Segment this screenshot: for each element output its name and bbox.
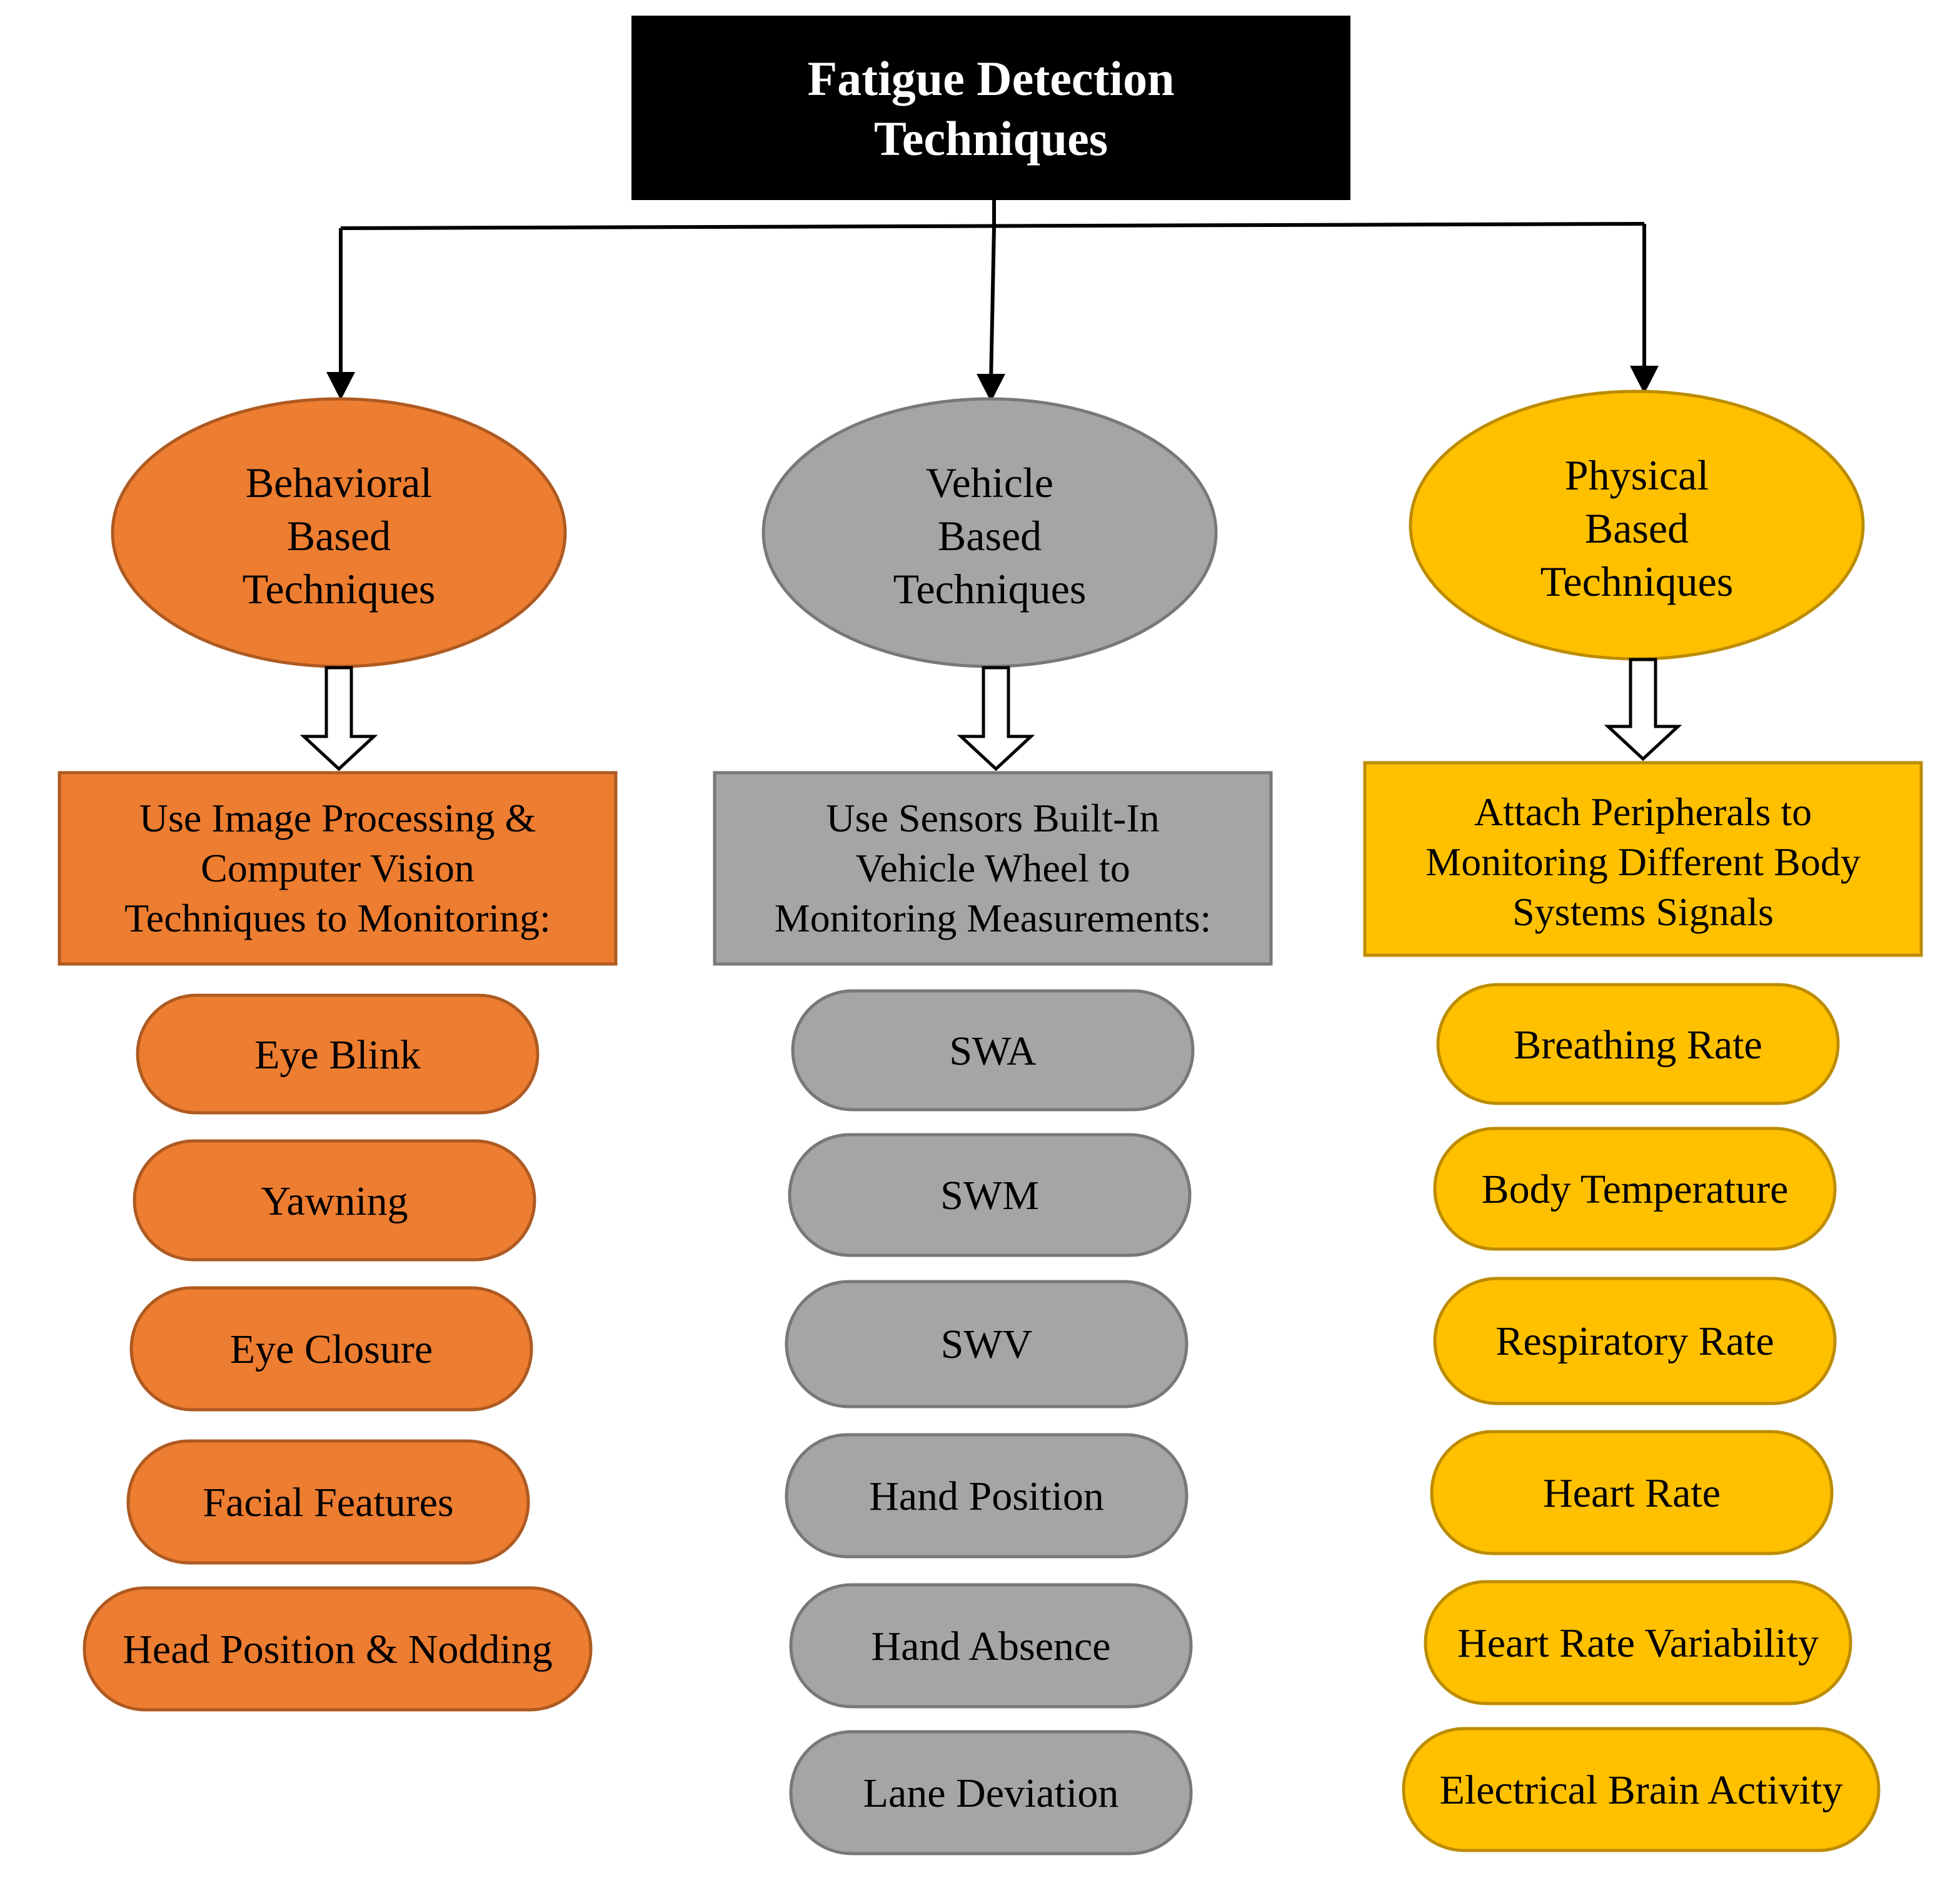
items-physical: Breathing Rate Body Temperature Respirat… <box>1402 983 1881 1852</box>
item-vehicle-2: SWM <box>940 1173 1039 1218</box>
item-physical-1: Breathing Rate <box>1514 1022 1762 1068</box>
method-vehicle-line-2: Vehicle Wheel to <box>855 846 1130 890</box>
category-behavioral-line-2: Based <box>287 512 391 560</box>
item-pill-vehicle-2 <box>788 1133 1192 1257</box>
column-vehicle: Vehicle Based Techniques Use Sensors Bui… <box>713 397 1273 1855</box>
item-pill-behavioral-2 <box>133 1139 536 1262</box>
root-box <box>631 16 1350 200</box>
item-pill-behavioral-3 <box>129 1286 533 1412</box>
method-box-behavioral <box>58 771 618 966</box>
method-behavioral-line-1: Use Image Processing & <box>139 796 536 840</box>
item-pill-behavioral-4 <box>126 1439 530 1565</box>
item-pill-physical-6 <box>1402 1727 1881 1852</box>
connector-horizontal <box>340 222 1645 230</box>
item-physical-6: Electrical Brain Activity <box>1439 1767 1842 1813</box>
method-behavioral-line-2: Computer Vision <box>201 846 475 890</box>
connector-vehicle <box>989 226 996 382</box>
arrowhead-vehicle <box>977 374 1005 402</box>
block-arrow-behavioral <box>299 666 378 771</box>
method-box-physical <box>1363 761 1923 957</box>
item-pill-vehicle-3 <box>785 1280 1189 1408</box>
category-behavioral-line-3: Techniques <box>243 565 436 613</box>
method-vehicle-line-3: Monitoring Measurements: <box>775 896 1212 940</box>
item-behavioral-5: Head Position & Nodding <box>123 1627 553 1672</box>
category-vehicle-line-3: Techniques <box>893 565 1087 613</box>
root-arrowheads <box>326 366 1659 402</box>
item-pill-behavioral-5 <box>83 1586 593 1712</box>
block-arrow-physical <box>1604 658 1682 761</box>
item-physical-3: Respiratory Rate <box>1495 1318 1774 1364</box>
category-behavioral-line-1: Behavioral <box>246 459 432 506</box>
item-behavioral-2: Yawning <box>261 1178 408 1224</box>
method-box-vehicle <box>713 771 1273 966</box>
items-behavioral: Eye Blink Yawning Eye Closure Facial Fea… <box>83 993 593 1712</box>
column-behavioral: Behavioral Based Techniques Use Image Pr… <box>58 397 618 1712</box>
item-pill-physical-4 <box>1430 1430 1834 1555</box>
block-arrow-vehicle <box>957 666 1035 771</box>
method-physical-line-2: Monitoring Different Body <box>1425 840 1861 884</box>
item-pill-vehicle-1 <box>791 989 1195 1112</box>
category-vehicle-line-2: Based <box>938 512 1042 560</box>
category-physical-line-1: Physical <box>1565 451 1709 499</box>
item-vehicle-4: Hand Position <box>869 1474 1104 1519</box>
item-behavioral-3: Eye Closure <box>230 1327 433 1372</box>
item-vehicle-6: Lane Deviation <box>863 1770 1119 1816</box>
root-connectors <box>339 200 1646 382</box>
item-pill-physical-1 <box>1436 983 1840 1105</box>
item-pill-physical-2 <box>1433 1127 1837 1251</box>
item-physical-2: Body Temperature <box>1482 1167 1789 1212</box>
method-vehicle-line-1: Use Sensors Built-In <box>826 796 1159 840</box>
item-pill-physical-3 <box>1433 1277 1837 1405</box>
item-pill-physical-5 <box>1424 1580 1852 1705</box>
item-behavioral-4: Facial Features <box>203 1480 453 1525</box>
item-physical-4: Heart Rate <box>1543 1470 1721 1516</box>
item-pill-vehicle-4 <box>785 1433 1189 1559</box>
arrowhead-physical <box>1630 366 1659 394</box>
items-vehicle: SWA SWM SWV Hand Position Hand Absence L… <box>785 989 1195 1855</box>
method-physical-line-1: Attach Peripherals to <box>1474 790 1812 834</box>
item-physical-5: Heart Rate Variability <box>1457 1620 1819 1666</box>
item-pill-behavioral-1 <box>136 993 540 1115</box>
item-vehicle-1: SWA <box>949 1028 1037 1074</box>
item-vehicle-5: Hand Absence <box>871 1624 1110 1669</box>
root-title-line-2: Techniques <box>874 111 1108 166</box>
category-vehicle-line-1: Vehicle <box>926 459 1053 506</box>
method-physical-line-3: Systems Signals <box>1512 890 1774 934</box>
arrowhead-behavioral <box>326 372 355 400</box>
column-physical: Physical Based Techniques Attach Periphe… <box>1363 389 1923 1852</box>
item-vehicle-3: SWV <box>941 1322 1033 1367</box>
root-title-line-1: Fatigue Detection <box>808 51 1175 106</box>
item-pill-vehicle-6 <box>789 1730 1193 1855</box>
category-physical-line-3: Techniques <box>1540 558 1734 605</box>
method-behavioral-line-3: Techniques to Monitoring: <box>124 896 551 940</box>
category-physical-line-2: Based <box>1585 505 1689 552</box>
root-node: Fatigue Detection Techniques <box>631 16 1350 200</box>
item-behavioral-1: Eye Blink <box>254 1032 421 1078</box>
item-pill-vehicle-5 <box>789 1583 1193 1709</box>
